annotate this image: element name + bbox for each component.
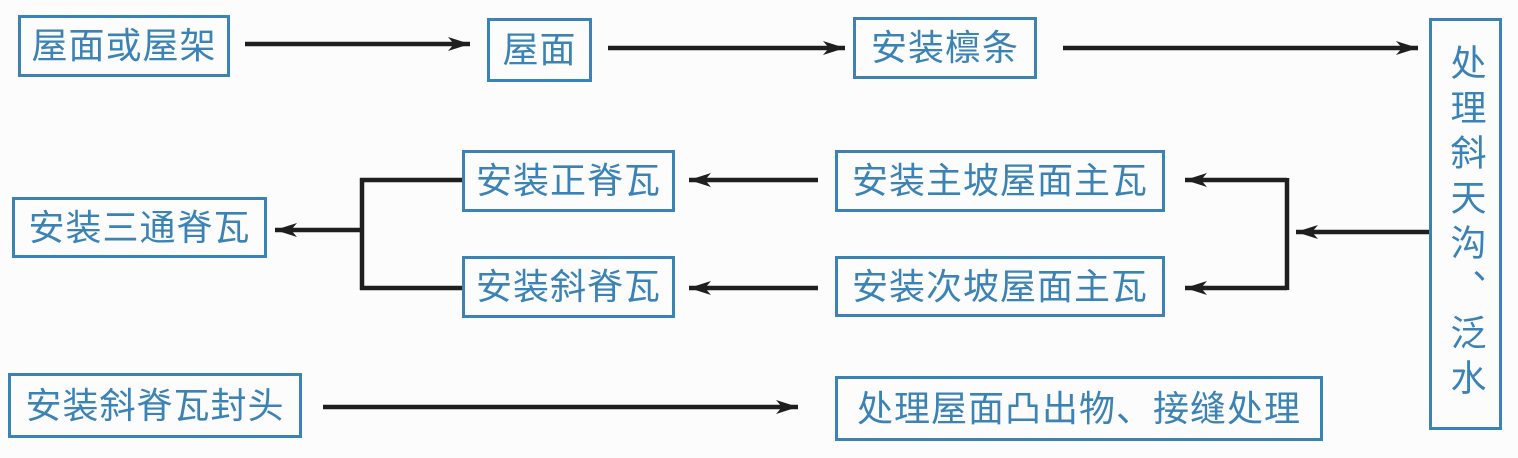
node-roof-or-truss: 屋面或屋架 — [18, 15, 230, 77]
node-install-main-slope-tiles: 安装主坡屋面主瓦 — [835, 150, 1165, 212]
node-install-three-way-ridge-tile: 安装三通脊瓦 — [12, 197, 267, 258]
node-label: 安装斜脊瓦 — [475, 266, 661, 307]
node-label: 安装檩条 — [870, 27, 1019, 68]
node-handle-valley-flashing: 处理斜天沟、泛水 — [1429, 18, 1502, 430]
node-label: 处理屋面凸出物、接缝处理 — [856, 387, 1301, 429]
node-label: 安装斜脊瓦封头 — [25, 384, 285, 426]
node-roof: 屋面 — [487, 18, 592, 82]
node-label: 安装正脊瓦 — [475, 160, 661, 201]
node-install-secondary-slope-tiles: 安装次坡屋面主瓦 — [835, 256, 1165, 317]
node-install-purlins: 安装檩条 — [853, 17, 1037, 79]
node-install-main-ridge-tile: 安装正脊瓦 — [462, 150, 675, 212]
node-handle-protrusions-seams: 处理屋面凸出物、接缝处理 — [835, 376, 1323, 441]
node-label: 屋面或屋架 — [31, 25, 217, 66]
node-label: 处理斜天沟、泛水 — [1445, 44, 1487, 404]
node-install-hip-ridge-end-cap: 安装斜脊瓦封头 — [8, 373, 302, 438]
node-label: 屋面 — [502, 29, 577, 70]
node-install-hip-ridge-tile: 安装斜脊瓦 — [462, 256, 675, 318]
node-label: 安装三通脊瓦 — [28, 206, 251, 248]
node-label: 安装主坡屋面主瓦 — [851, 160, 1148, 201]
node-label: 安装次坡屋面主瓦 — [851, 265, 1148, 307]
